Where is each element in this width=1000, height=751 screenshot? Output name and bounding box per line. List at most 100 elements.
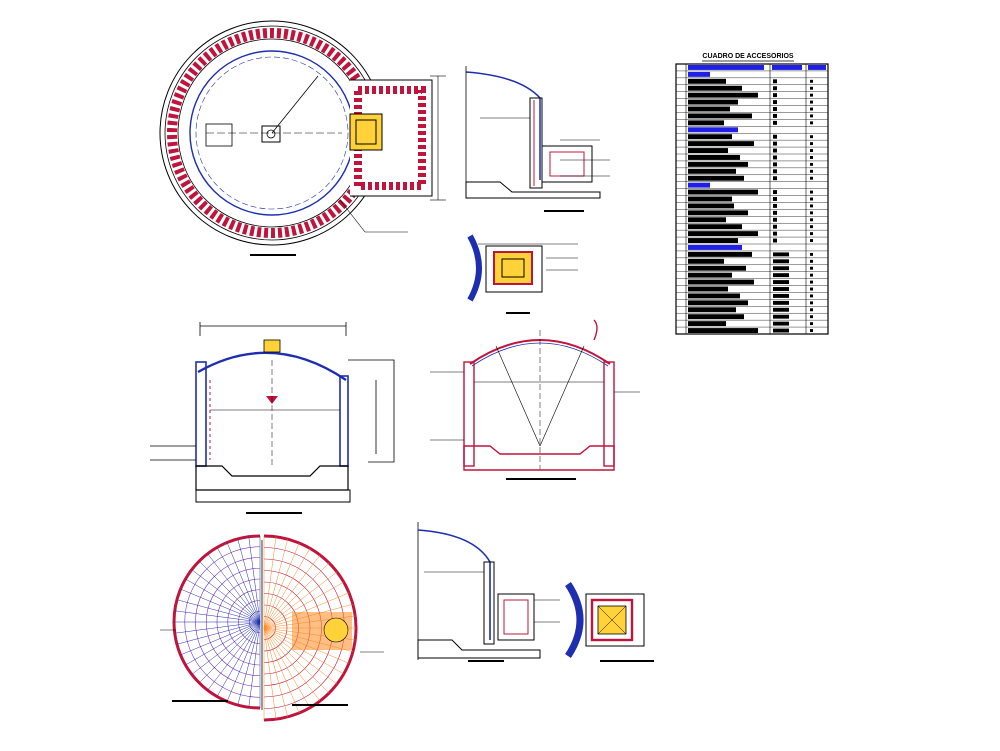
schedule-unit-cell	[810, 315, 813, 319]
schedule-quantity-cell	[773, 134, 777, 139]
schedule-quantity-cell	[773, 86, 777, 91]
schedule-unit-cell	[810, 204, 813, 208]
small-plan-wall-arc	[467, 234, 482, 302]
wall-detail-section	[465, 66, 610, 212]
schedule-unit-cell	[810, 156, 813, 159]
schedule-description-cell	[688, 189, 758, 195]
schedule-unit-cell	[810, 266, 813, 270]
schedule-unit-cell	[810, 107, 813, 111]
rebar-radial	[185, 621, 261, 666]
schedule-description-cell	[688, 85, 742, 91]
plan-leader-line	[339, 199, 366, 233]
schedule-quantity-cell	[773, 224, 777, 229]
schedule-quantity-cell	[773, 120, 777, 125]
schedule-group-header	[688, 245, 742, 250]
reservoir-cross-section	[430, 319, 640, 480]
schedule-unit-cell	[810, 252, 813, 256]
rebar-radial	[248, 536, 261, 623]
rebar-radial	[263, 539, 289, 629]
schedule-unit-cell	[810, 142, 813, 146]
schedule-quantity-cell	[773, 93, 777, 98]
schedule-description-cell	[688, 231, 758, 237]
plan-title-bar	[250, 254, 296, 256]
bottom-wall-detail	[417, 522, 560, 662]
bottom-detail-title-bar	[468, 660, 504, 662]
schedule-unit-cell	[810, 121, 813, 125]
schedule-header-cell	[688, 65, 764, 70]
schedule-quantity-cell	[773, 155, 777, 160]
schedule-quantity-cell	[773, 252, 789, 257]
schedule-quantity-cell	[773, 169, 777, 174]
schedule-quantity-cell	[773, 314, 789, 319]
elev-base-slab	[195, 489, 351, 503]
rebar-radial	[263, 627, 330, 694]
schedule-quantity-cell	[773, 100, 777, 105]
schedule-description-cell	[688, 307, 736, 313]
schedule-quantity-cell	[773, 321, 789, 326]
schedule-quantity-cell	[773, 300, 789, 305]
schedule-unit-cell	[810, 301, 813, 305]
plan-valve-chamber-inner	[355, 119, 377, 145]
schedule-description-cell	[688, 224, 742, 230]
rebar-radial	[226, 542, 261, 623]
rebar-radial	[207, 621, 261, 691]
schedule-quantity-cell	[773, 328, 789, 333]
valve-box-small-plan	[467, 234, 578, 314]
rebar-radial	[263, 548, 311, 629]
schedule-quantity-cell	[773, 293, 789, 298]
schedule-description-cell	[688, 217, 726, 223]
schedule-description-cell	[688, 175, 744, 181]
schedule-unit-cell	[810, 114, 813, 118]
rebar-radial	[248, 621, 261, 708]
bottom-plan-cross	[597, 605, 627, 635]
reservoir-plan-view	[159, 20, 446, 256]
schedule-quantity-cell	[773, 231, 777, 236]
schedule-description-cell	[688, 238, 738, 243]
rebar-manhole-opening	[323, 617, 349, 643]
small-plan-title-bar	[506, 312, 530, 314]
schedule-unit-cell	[810, 280, 813, 284]
schedule-unit-cell	[810, 162, 813, 166]
rebar-radial	[263, 627, 311, 708]
plan-inlet-box	[205, 123, 233, 147]
schedule-description-cell	[688, 251, 752, 257]
schedule-description-cell	[688, 141, 754, 147]
bottom-detail-dome	[417, 529, 491, 640]
schedule-description-cell	[688, 196, 732, 202]
schedule-description-cell	[688, 134, 732, 140]
schedule-description-cell	[688, 293, 740, 299]
schedule-description-cell	[688, 321, 726, 327]
schedule-unit-cell	[810, 169, 813, 173]
section-vent-pipe	[593, 319, 598, 341]
schedule-quantity-cell	[773, 107, 777, 111]
elev-foundation	[195, 465, 349, 491]
rebar-radial	[263, 592, 350, 629]
plan-tank-dashed-ring	[195, 56, 349, 210]
schedule-description-cell	[688, 78, 726, 84]
schedule-unit-cell	[810, 218, 813, 222]
bottom-detail-valve-box	[497, 593, 535, 641]
section-right-wall	[603, 361, 615, 467]
schedule-unit-cell	[810, 86, 813, 90]
schedule-unit-cell	[810, 100, 813, 104]
schedule-quantity-cell	[773, 113, 777, 118]
rebar-radial	[226, 621, 261, 702]
schedule-description-cell	[688, 203, 734, 209]
section-left-wall	[463, 361, 475, 467]
schedule-quantity-cell	[773, 217, 777, 222]
rebar-left-half	[172, 534, 261, 710]
schedule-description-cell	[688, 210, 748, 216]
rebar-radial	[207, 553, 261, 623]
bottom-detail-valve-inner	[503, 599, 529, 635]
elev-left-wall	[195, 361, 207, 467]
dome-rebar-plan	[160, 534, 384, 722]
rebar-right-half	[263, 534, 358, 722]
schedule-quantity-cell	[773, 162, 777, 167]
schedule-quantity-cell	[773, 238, 777, 243]
rebar-radial	[176, 621, 261, 645]
rebar-radial	[263, 627, 300, 714]
schedule-unit-cell	[810, 287, 813, 291]
detail-footing	[465, 181, 601, 199]
schedule-quantity-cell	[773, 190, 777, 195]
